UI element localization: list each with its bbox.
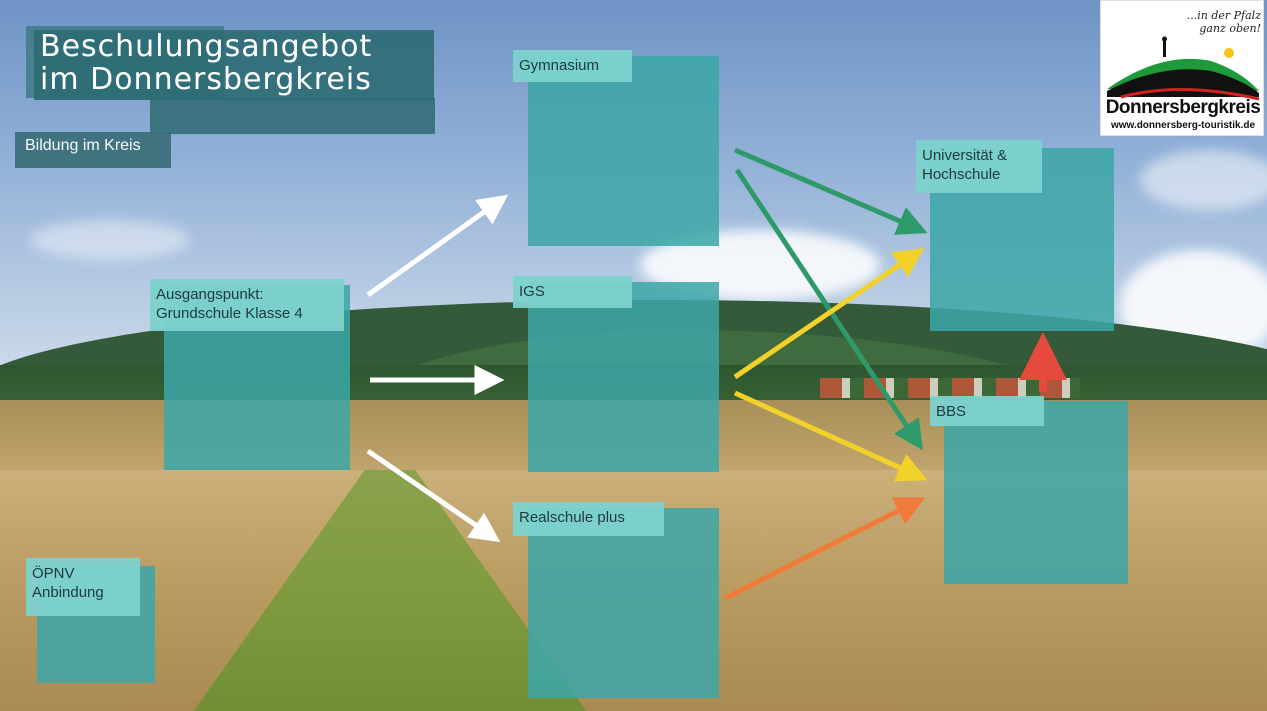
donnersbergkreis-logo[interactable]: ...in der Pfalz ganz oben! Donnersbergkr… — [1100, 0, 1264, 136]
igs-label[interactable]: IGS — [513, 276, 632, 308]
start-label[interactable]: Ausgangspunkt: Grundschule Klasse 4 — [150, 279, 344, 331]
arrow-igs-to-uni — [733, 247, 925, 380]
bbs-label[interactable]: BBS — [930, 396, 1044, 426]
logo-url: www.donnersberg-touristik.de — [1110, 120, 1256, 131]
arrow-gymnasium-to-bbs — [734, 168, 923, 451]
title-line-1: Beschulungsangebot — [40, 29, 373, 64]
cloud — [30, 220, 190, 260]
arrow-start-to-gymnasium — [366, 194, 509, 298]
arrow-gymnasium-to-uni — [734, 147, 928, 235]
arrow-start-to-realschule — [366, 448, 501, 543]
realschule-label[interactable]: Realschule plus — [513, 502, 664, 536]
uni-label[interactable]: Universität & Hochschule — [916, 140, 1042, 193]
arrow-igs-to-bbs — [733, 390, 928, 482]
realschule-box[interactable] — [528, 508, 719, 698]
title-decoration — [150, 98, 435, 134]
cloud — [1140, 150, 1267, 210]
logo-mountain-icon — [1107, 36, 1260, 101]
logo-slogan: ...in der Pfalz ganz oben! — [1186, 9, 1261, 35]
arrow-realschule-to-bbs — [723, 497, 926, 601]
igs-box[interactable] — [528, 282, 719, 472]
page-title: Beschulungsangebot im Donnersbergkreis — [40, 30, 440, 96]
oepnv-label[interactable]: ÖPNV Anbindung — [26, 558, 140, 616]
logo-name: Donnersbergkreis — [1105, 97, 1261, 118]
title-background — [34, 30, 434, 100]
gymnasium-box[interactable] — [528, 56, 719, 246]
gymnasium-label[interactable]: Gymnasium — [513, 50, 632, 82]
title-line-2: im Donnersbergkreis — [40, 62, 372, 97]
subtitle[interactable]: Bildung im Kreis — [15, 132, 171, 168]
bbs-box[interactable] — [944, 401, 1128, 584]
